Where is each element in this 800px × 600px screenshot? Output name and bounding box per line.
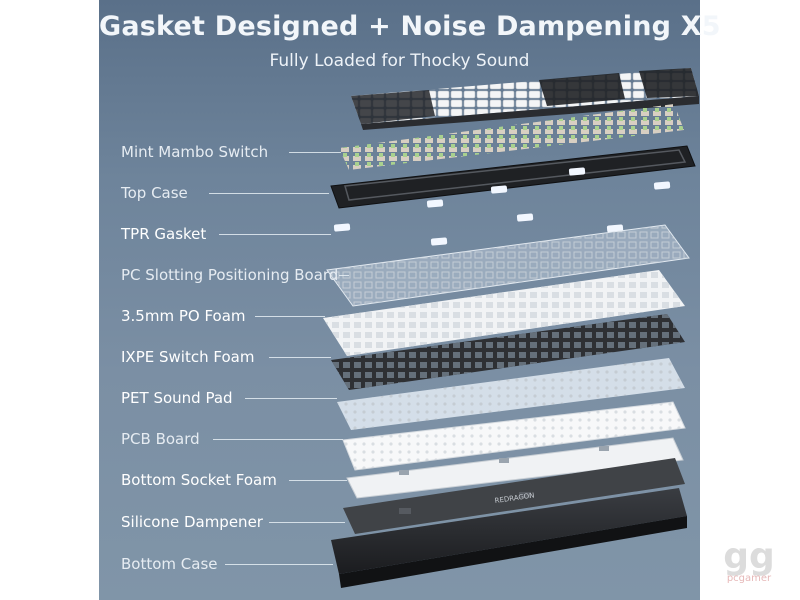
leader-line xyxy=(245,398,337,399)
label-ixpe-switch-foam: IXPE Switch Foam xyxy=(121,348,255,366)
top-case-layer xyxy=(330,145,696,209)
leader-line xyxy=(269,357,331,358)
label-pet-sound-pad: PET Sound Pad xyxy=(121,389,233,407)
leader-line xyxy=(213,439,343,440)
label-mint-mambo-switch: Mint Mambo Switch xyxy=(121,143,269,161)
leader-line xyxy=(339,275,349,276)
pet-pad-layer xyxy=(337,358,685,430)
leader-line xyxy=(289,480,347,481)
leader-line xyxy=(255,316,325,317)
pc-plate-layer xyxy=(326,224,690,307)
po-foam-layer xyxy=(323,270,685,356)
keycaps-layer xyxy=(351,68,699,130)
socket-foam-layer xyxy=(346,437,684,499)
leader-line xyxy=(219,234,331,235)
leader-line xyxy=(225,564,333,565)
label-pcb-board: PCB Board xyxy=(121,430,200,448)
gasket-pads xyxy=(333,167,671,246)
pcgamer-watermark: gg pcgamer xyxy=(723,536,775,584)
label-bottom-socket-foam: Bottom Socket Foam xyxy=(121,471,277,489)
label-tpr-gasket: TPR Gasket xyxy=(121,225,207,243)
watermark-logo: gg xyxy=(723,536,775,577)
label-pc-slotting-positioning-board: PC Slotting Positioning Board xyxy=(121,266,339,284)
pcb-layer xyxy=(342,401,686,471)
headline: Gasket Designed + Noise Dampening X5 xyxy=(99,11,721,42)
watermark-text: pcgamer xyxy=(727,573,772,584)
label-bottom-case: Bottom Case xyxy=(121,555,218,573)
leader-line xyxy=(269,522,345,523)
label-silicone-dampener: Silicone Dampener xyxy=(121,513,263,531)
switches-layer xyxy=(339,104,684,170)
keyboard-exploded-layers: REDRAGON xyxy=(323,68,699,588)
label-top-case: Top Case xyxy=(121,184,188,202)
label-po-foam: 3.5mm PO Foam xyxy=(121,307,246,325)
exploded-view-panel: Gasket Designed + Noise Dampening X5 Ful… xyxy=(99,0,721,600)
leader-line xyxy=(209,193,329,194)
silicone-dampener-layer xyxy=(343,458,685,534)
ixpe-foam-layer xyxy=(331,314,685,390)
subheadline: Fully Loaded for Thocky Sound xyxy=(269,51,530,71)
leader-line xyxy=(289,152,341,153)
